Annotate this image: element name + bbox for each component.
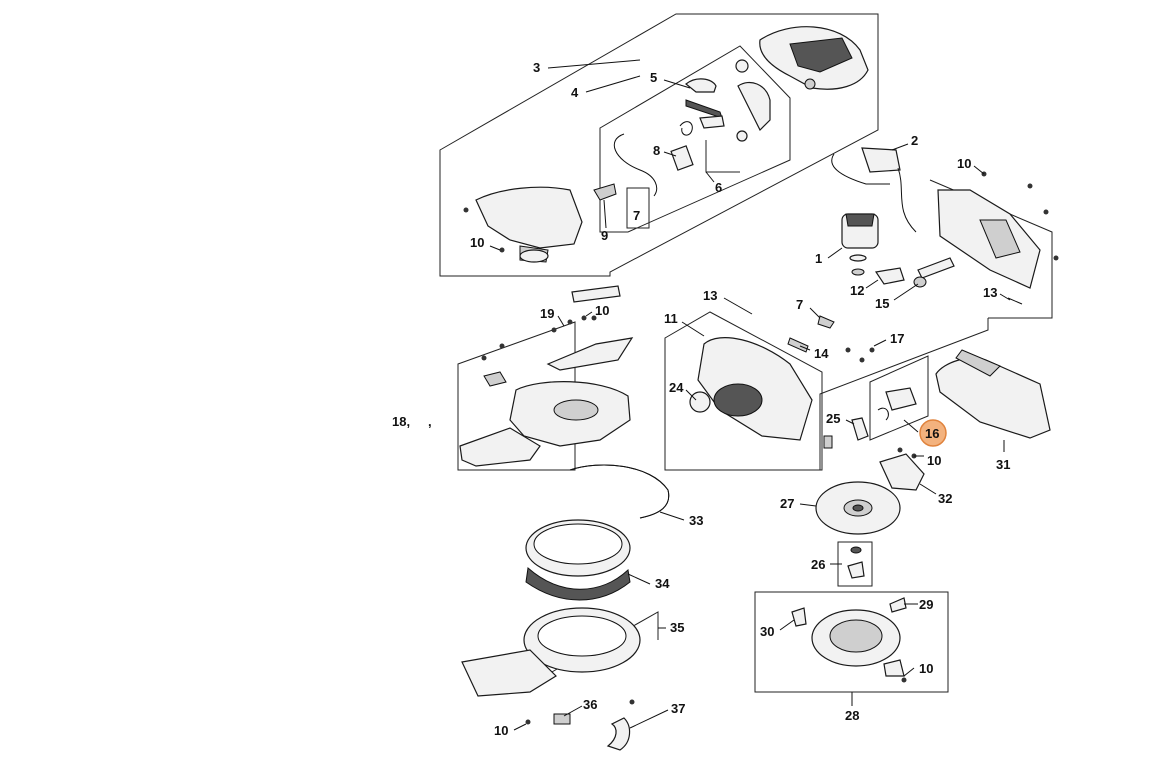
callout-10a[interactable]: 10 — [470, 235, 484, 250]
callout-16[interactable]: 16 — [925, 426, 939, 441]
part-34-ring — [525, 519, 631, 601]
part-1-motor — [841, 213, 879, 276]
part-2-cable — [831, 147, 917, 233]
callout-31[interactable]: 31 — [996, 457, 1010, 472]
callout-10b[interactable]: 10 — [957, 156, 971, 171]
callout-33[interactable]: 33 — [689, 513, 703, 528]
callout-11[interactable]: 11 — [664, 311, 678, 326]
callout-27[interactable]: 27 — [780, 496, 794, 511]
callout-18[interactable]: 18, — [392, 414, 410, 429]
callout-25[interactable]: 25 — [826, 411, 840, 426]
callout-19[interactable]: 19 — [540, 306, 554, 321]
callout-4[interactable]: 4 — [571, 85, 579, 100]
leader-lines — [489, 59, 1011, 731]
part-33-strap — [569, 464, 670, 519]
callout-12[interactable]: 12 — [850, 283, 864, 298]
callout-14[interactable]: 14 — [814, 346, 829, 361]
callout-8[interactable]: 8 — [653, 143, 660, 158]
callout-26[interactable]: 26 — [811, 557, 825, 572]
callout-2[interactable]: 2 — [911, 133, 918, 148]
part-8-switch — [613, 133, 694, 197]
callout-29[interactable]: 29 — [919, 597, 933, 612]
callouts: 3 4 5 8 6 7 9 10 2 10 1 12 15 13 13 7 11… — [392, 60, 1010, 738]
frame-right-housing-half — [664, 311, 823, 471]
callout-15[interactable]: 15 — [875, 296, 889, 311]
part-16-latch — [877, 387, 917, 421]
callout-7b[interactable]: 7 — [796, 297, 803, 312]
callout-10d[interactable]: 10 — [927, 453, 941, 468]
callout-13a[interactable]: 13 — [703, 288, 717, 303]
part-35-lower-housing — [461, 607, 641, 697]
part-19-label — [546, 285, 634, 371]
part-12-bracket — [874, 267, 905, 285]
frame-part-6-bracket — [705, 140, 740, 173]
part-motor-housing — [937, 189, 1041, 289]
callout-1[interactable]: 1 — [815, 251, 822, 266]
part-6-spring — [679, 115, 748, 142]
callout-10c[interactable]: 10 — [595, 303, 609, 318]
part-15-brush — [913, 257, 955, 288]
callout-18b[interactable]: , — [428, 414, 432, 429]
part-9-clip — [593, 183, 617, 201]
part-5-handle — [685, 59, 771, 132]
callout-30[interactable]: 30 — [760, 624, 774, 639]
part-31-nozzle — [935, 349, 1051, 439]
callout-32[interactable]: 32 — [938, 491, 952, 506]
callout-28[interactable]: 28 — [845, 708, 859, 723]
part-4-housing — [475, 186, 583, 263]
callout-34[interactable]: 34 — [655, 576, 670, 591]
part-25-hook — [823, 417, 869, 449]
part-27-fan — [815, 481, 901, 535]
frame-housing-group — [439, 13, 879, 277]
part-11-housing-half — [689, 337, 813, 441]
callout-3[interactable]: 3 — [533, 60, 540, 75]
part-28-filter-cover — [791, 597, 907, 677]
callout-10e[interactable]: 10 — [919, 661, 933, 676]
frame-handle-group — [599, 45, 791, 233]
frame-fan-housing-half — [457, 321, 576, 471]
callout-35[interactable]: 35 — [670, 620, 684, 635]
part-14-pin — [787, 337, 809, 353]
part-7-clip — [817, 315, 835, 329]
callout-37[interactable]: 37 — [671, 701, 685, 716]
part-26-washer — [847, 546, 865, 579]
callout-9[interactable]: 9 — [601, 228, 608, 243]
part-13-pin — [737, 297, 1023, 315]
frame-part-16-box — [869, 355, 929, 441]
part-32-bracket — [879, 453, 925, 491]
frame-part-7-box — [626, 187, 650, 229]
part-18-fan-housing — [459, 371, 631, 467]
callout-13b[interactable]: 13 — [983, 285, 997, 300]
part-36-clip — [553, 713, 631, 751]
callout-10f[interactable]: 10 — [494, 723, 508, 738]
callout-24[interactable]: 24 — [669, 380, 684, 395]
callout-36[interactable]: 36 — [583, 697, 597, 712]
callout-17[interactable]: 17 — [890, 331, 904, 346]
callout-6[interactable]: 6 — [715, 180, 722, 195]
callout-5[interactable]: 5 — [650, 70, 657, 85]
highlight-part-16[interactable] — [919, 419, 947, 447]
part-3-housing — [759, 26, 869, 90]
callout-7a[interactable]: 7 — [633, 208, 640, 223]
